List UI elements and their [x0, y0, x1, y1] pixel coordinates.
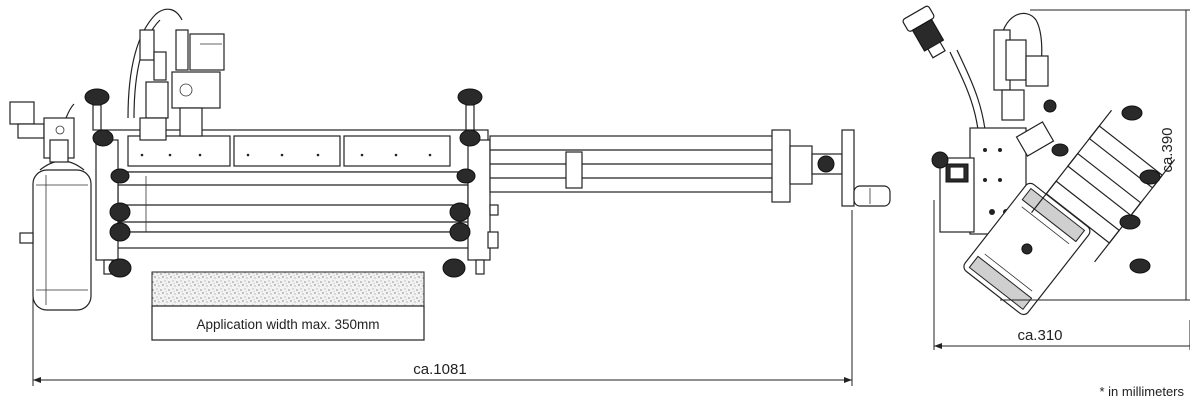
units-note: * in millimeters: [1099, 384, 1184, 399]
main-frame: [95, 129, 499, 275]
side-height-label: ca.390: [1159, 127, 1176, 172]
pressure-tank: [19, 160, 92, 311]
adjustment-knobs: [84, 88, 483, 278]
pneumatic-cylinder: [489, 129, 891, 207]
top-valve-assembly: [127, 8, 225, 141]
side-width-dimension: [933, 200, 1190, 350]
side-width-label: ca.310: [1017, 327, 1062, 344]
left-valve: [9, 101, 75, 163]
application-area: [151, 271, 425, 341]
side-view-machine: [902, 5, 1176, 316]
application-width-label: Application width max. 350mm: [196, 317, 379, 332]
front-view-machine: [9, 8, 891, 341]
side-height-dimension: [1000, 9, 1190, 301]
overall-length-dimension: [32, 210, 853, 386]
overall-length-label: ca.1081: [413, 361, 466, 378]
